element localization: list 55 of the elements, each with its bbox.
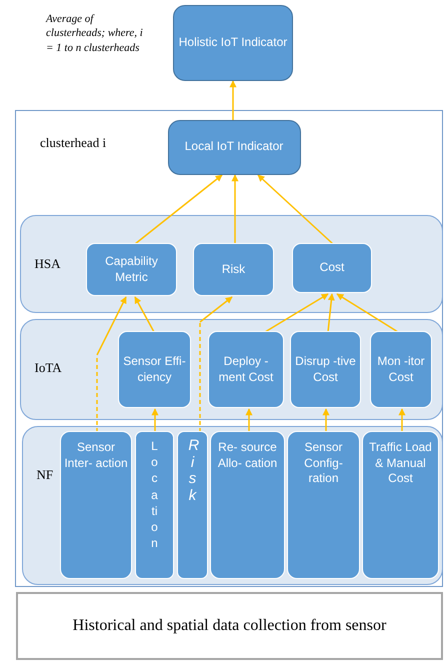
cluster-frame <box>15 110 443 587</box>
node-text: Deploy -ment Cost <box>218 354 274 386</box>
node-text: Location <box>151 438 158 552</box>
node-text: Risk <box>188 438 197 504</box>
indicator-box <box>173 5 293 81</box>
layer-label: IoTA <box>34 360 62 376</box>
node-text: Sensor Config- ration <box>303 440 344 487</box>
node-text: Capability Metric <box>104 254 159 286</box>
indicator-box <box>168 120 300 174</box>
metric-box <box>292 243 372 293</box>
metric-box <box>118 331 191 408</box>
node-text: Sensor Inter- action <box>63 440 129 472</box>
node-text: Sensor Effi- ciency <box>122 354 187 386</box>
arrow <box>257 174 334 245</box>
arrow <box>230 80 236 120</box>
arrow <box>134 174 223 245</box>
layer-label: NF <box>36 466 54 482</box>
layer-band <box>20 214 442 312</box>
factor-box <box>177 431 208 579</box>
node-text: Local IoT Indicator <box>184 139 284 155</box>
node-text: Holistic IoT Indicator <box>178 35 288 51</box>
metric-box <box>86 243 177 296</box>
dashed-arrow <box>96 296 127 432</box>
dashed-arrow <box>199 296 233 432</box>
node-text: Disrup -tive Cost <box>294 354 357 386</box>
arrow <box>152 408 158 432</box>
factor-box <box>287 431 360 579</box>
metric-box <box>208 331 284 408</box>
node-text: Re- source Allo- cation <box>216 440 278 472</box>
arrow <box>336 293 398 333</box>
metric-box <box>370 331 432 408</box>
arrow <box>134 296 155 332</box>
layer-label: HSA <box>34 256 61 272</box>
layer-band <box>20 318 442 420</box>
node-text: Mon -itor Cost <box>376 354 426 386</box>
factor-box <box>210 431 285 579</box>
layer-band <box>22 426 442 584</box>
node-text: Traffic Load & Manual Cost <box>368 440 433 487</box>
arrow <box>264 293 329 333</box>
arrow <box>327 293 335 332</box>
arrow <box>322 408 330 432</box>
node-text: Risk <box>220 262 246 278</box>
arrow <box>232 174 238 244</box>
factor-box <box>60 431 132 579</box>
layer-label: clusterhead i <box>40 135 106 151</box>
factor-box <box>135 431 174 579</box>
factor-box <box>362 431 439 579</box>
data-source-box <box>16 592 443 660</box>
arrow <box>246 408 252 432</box>
arrow <box>398 408 406 432</box>
annotation-note: Average of clusterheads; where, i = 1 to n clusterheads <box>46 12 144 55</box>
metric-box <box>290 331 361 408</box>
node-text: Historical and spatial data collection from sensor <box>72 616 388 636</box>
node-text: Cost <box>318 260 346 276</box>
metric-box <box>193 243 274 296</box>
